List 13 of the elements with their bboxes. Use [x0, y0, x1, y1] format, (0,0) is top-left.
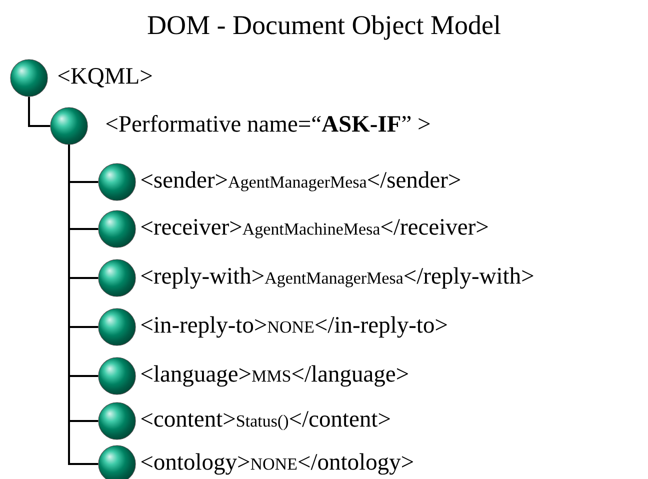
tree-node-ball — [10, 59, 48, 97]
tree-node-ball — [50, 107, 88, 145]
tag-text: <Performative name=“ASK-IF” > — [106, 115, 430, 132]
tree-node-ball — [98, 308, 136, 346]
tree-node-ball — [98, 402, 136, 440]
tag-text: <KQML> — [58, 68, 152, 88]
tag-text: <reply-with>AgentManagerMesa</reply-with> — [141, 267, 534, 289]
title: DOM - Document Object Model — [148, 15, 500, 40]
tree-node-ball — [98, 357, 136, 395]
tree-node-ball — [98, 259, 136, 297]
tree-node-ball — [98, 210, 136, 248]
tree-line — [28, 96, 50, 127]
tree-node-ball — [98, 163, 136, 201]
